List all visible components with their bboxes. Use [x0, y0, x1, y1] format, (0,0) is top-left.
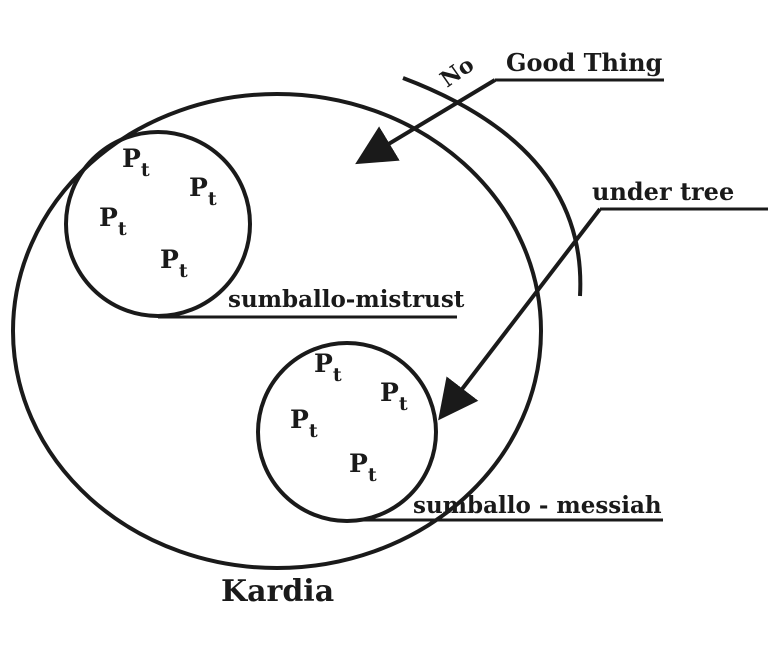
pt-label: Pt: [380, 378, 408, 415]
pt-label: Pt: [314, 349, 342, 386]
outer-arc: [402, 76, 583, 297]
messiah-circle: [256, 341, 438, 523]
kardia-label: Kardia: [221, 574, 334, 609]
pt-label: Pt: [290, 405, 318, 442]
mistrust-circle: [64, 130, 252, 318]
pt-label: Pt: [99, 203, 127, 240]
pt-label: Pt: [349, 449, 377, 486]
pt-label: Pt: [189, 173, 217, 210]
pt-label: Pt: [122, 144, 150, 181]
good-thing-label: Good Thing: [506, 48, 663, 77]
under-tree-label: under tree: [592, 177, 734, 206]
under-tree-arrow: [438, 207, 602, 421]
good-thing-arrow: [355, 78, 497, 165]
sumballo-mistrust-label: sumballo-mistrust: [228, 286, 465, 313]
sumballo-messiah-label: sumballo - messiah: [413, 492, 662, 519]
kardia-circle: [11, 92, 543, 570]
pt-label: Pt: [160, 245, 188, 282]
no-label: No: [436, 52, 479, 93]
